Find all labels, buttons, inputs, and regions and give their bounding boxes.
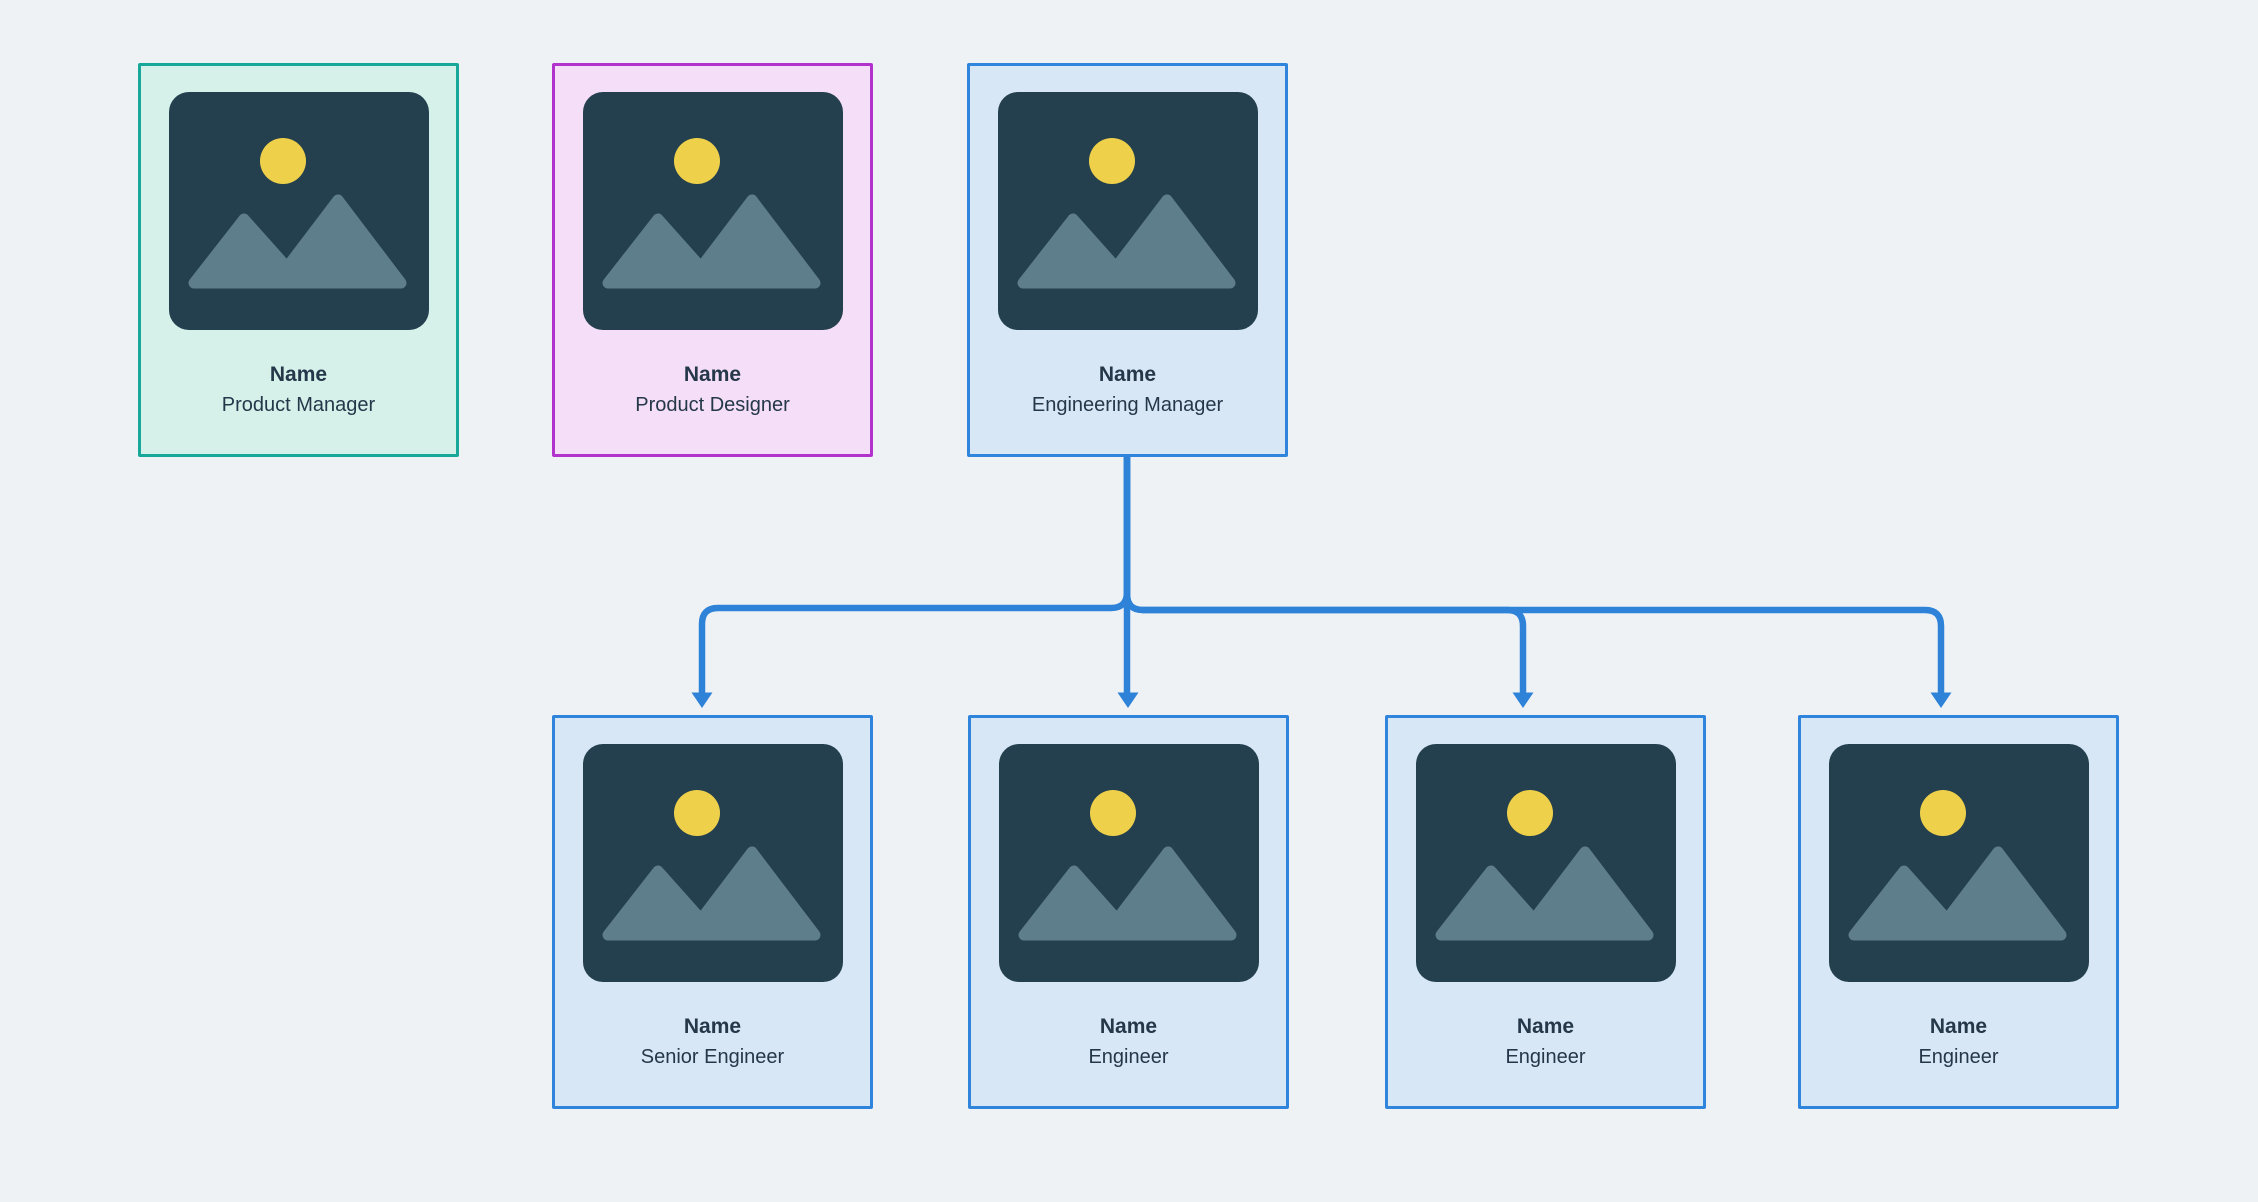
image-placeholder-icon: [1828, 744, 2089, 982]
node-card-product-manager[interactable]: Name Product Manager: [138, 63, 459, 457]
node-card-engineer-1[interactable]: Name Engineer: [968, 715, 1289, 1109]
sun-icon: [673, 138, 720, 184]
mountain-icon: [1099, 846, 1236, 941]
photo-placeholder: [582, 92, 843, 330]
photo-placeholder: [1415, 744, 1676, 982]
person-role: Product Designer: [635, 394, 790, 416]
card-label: Name Engineer: [1388, 1012, 1703, 1073]
person-name: Name: [269, 363, 328, 386]
edge-line: [1123, 456, 1527, 694]
person-name: Name: [1516, 1015, 1575, 1038]
mountain-icon: [1516, 846, 1653, 941]
arrowhead-icon: [1512, 692, 1534, 708]
mountain-icon: [188, 213, 306, 289]
photo-placeholder: [168, 92, 429, 330]
mountain-icon: [602, 213, 720, 289]
image-placeholder-icon: [582, 744, 843, 982]
sun-icon: [1506, 790, 1553, 836]
card-label: Name Engineer: [1801, 1012, 2116, 1073]
sun-icon: [1919, 790, 1966, 836]
image-placeholder-icon: [1415, 744, 1676, 982]
edge-line: [698, 456, 1131, 694]
mountain-icon: [1018, 865, 1136, 941]
photo-placeholder: [582, 744, 843, 982]
card-label: Name Engineer: [971, 1012, 1286, 1073]
mountain-icon: [269, 194, 406, 289]
person-role: Engineer: [1088, 1046, 1169, 1068]
person-name: Name: [1929, 1015, 1988, 1038]
person-role: Engineer: [1918, 1046, 1999, 1068]
photo-placeholder: [1828, 744, 2089, 982]
mountain-icon: [1017, 213, 1135, 289]
edge-manager-to-engineer-2: [1123, 456, 1534, 708]
node-card-product-designer[interactable]: Name Product Designer: [552, 63, 873, 457]
person-role: Senior Engineer: [640, 1046, 785, 1068]
image-placeholder-icon: [998, 744, 1259, 982]
mountain-icon: [1098, 194, 1235, 289]
card-label: Name Engineering Manager: [970, 360, 1285, 421]
photo-placeholder: [998, 744, 1259, 982]
node-card-engineering-manager[interactable]: Name Engineering Manager: [967, 63, 1288, 457]
card-label: Name Product Designer: [555, 360, 870, 421]
image-placeholder-icon: [582, 92, 843, 330]
mountain-icon: [683, 194, 820, 289]
mountain-icon: [1848, 865, 1966, 941]
person-name: Name: [1098, 363, 1157, 386]
edge-manager-to-engineer-1: [1117, 456, 1139, 708]
person-name: Name: [683, 1015, 742, 1038]
mountain-icon: [1929, 846, 2066, 941]
edge-manager-to-senior-engineer: [691, 456, 1131, 708]
sun-icon: [1088, 138, 1135, 184]
image-placeholder-icon: [997, 92, 1258, 330]
card-label: Name Senior Engineer: [555, 1012, 870, 1073]
person-role: Engineer: [1505, 1046, 1586, 1068]
card-label: Name Product Manager: [141, 360, 456, 421]
photo-placeholder: [997, 92, 1258, 330]
node-card-engineer-2[interactable]: Name Engineer: [1385, 715, 1706, 1109]
arrowhead-icon: [691, 692, 713, 708]
sun-icon: [1089, 790, 1136, 836]
node-card-engineer-3[interactable]: Name Engineer: [1798, 715, 2119, 1109]
mountain-icon: [602, 865, 720, 941]
mountain-icon: [683, 846, 820, 941]
node-card-senior-engineer[interactable]: Name Senior Engineer: [552, 715, 873, 1109]
person-role: Engineering Manager: [1031, 394, 1224, 416]
arrowhead-icon: [1930, 692, 1952, 708]
person-name: Name: [1099, 1015, 1158, 1038]
person-name: Name: [683, 363, 742, 386]
edge-line: [1123, 456, 1945, 694]
arrowhead-icon: [1117, 692, 1139, 708]
sun-icon: [259, 138, 306, 184]
person-role: Product Manager: [221, 394, 376, 416]
sun-icon: [673, 790, 720, 836]
mountain-icon: [1435, 865, 1553, 941]
image-placeholder-icon: [168, 92, 429, 330]
edge-manager-to-engineer-3: [1123, 456, 1952, 708]
